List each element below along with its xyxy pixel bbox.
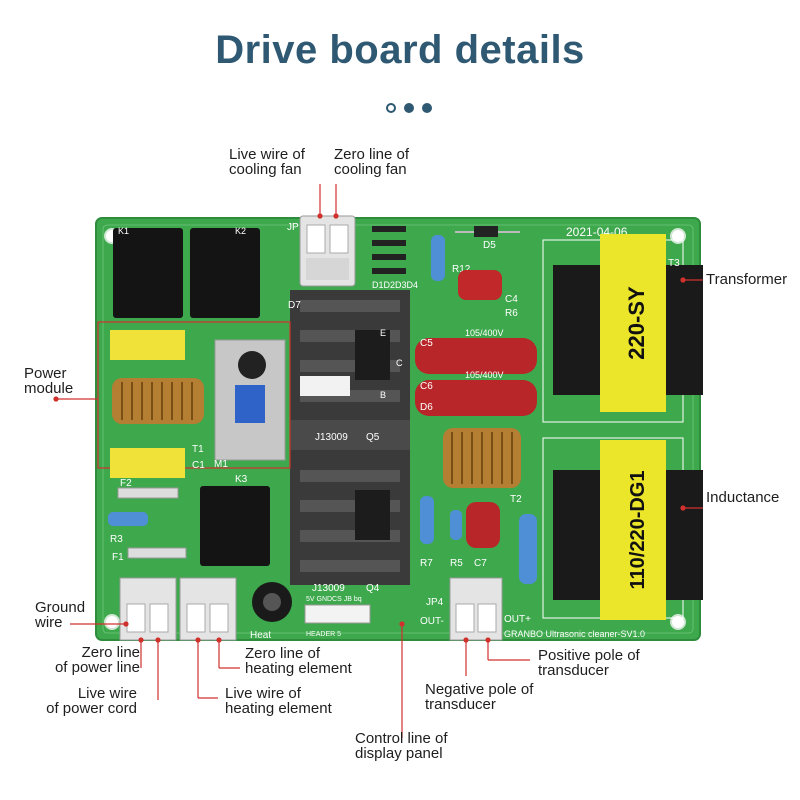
ref-c7: C7 — [474, 558, 487, 569]
ref-q5: Q5 — [366, 432, 380, 443]
ref-c1: C1 — [192, 460, 205, 471]
ref-d5: D5 — [483, 240, 496, 251]
heat-label: Heat — [250, 630, 271, 641]
label-control-line-display-panel: Control line of display panel — [355, 730, 448, 762]
ref-c: C — [396, 358, 403, 368]
ref-r7: R7 — [420, 558, 433, 569]
carousel-dot-1[interactable] — [386, 103, 396, 113]
diode-d5 — [474, 226, 498, 237]
capacitor-c7 — [466, 502, 500, 548]
capacitor-c4 — [458, 270, 502, 300]
c5-rating: 105/400V — [465, 328, 504, 338]
label-negative-pole-transducer: Negative pole of transducer — [425, 681, 534, 713]
inductance-code: 110/220-DG1 — [627, 471, 649, 590]
capacitor-c5 — [415, 338, 537, 374]
heatsink — [290, 290, 410, 585]
ref-c6: C6 — [420, 381, 433, 392]
ref-f2: F2 — [120, 478, 132, 489]
ref-d1d4: D1D2D3D4 — [372, 280, 418, 290]
ref-r12: R12 — [452, 264, 471, 275]
ref-jp4: JP4 — [426, 597, 444, 608]
ref-d7: D7 — [288, 300, 301, 311]
inductance-coil — [600, 440, 666, 620]
relay-k1 — [113, 228, 183, 318]
leader-lines — [53, 184, 703, 738]
carousel-dot-2[interactable] — [404, 103, 414, 113]
carousel-dot-3[interactable] — [422, 103, 432, 113]
label-positive-pole-transducer: Positive pole of transducer — [538, 647, 640, 679]
diodes-d1-d4 — [372, 226, 406, 274]
ref-t2: T2 — [510, 494, 522, 505]
mount-hole — [104, 614, 120, 630]
ref-t1: T1 — [192, 444, 204, 455]
capacitor-yellow-bottom — [110, 448, 185, 478]
label-zero-line-power-line: Zero line of power line — [54, 644, 140, 676]
ref-b: B — [380, 390, 386, 400]
ref-t3: T3 — [668, 258, 680, 269]
label-ground-wire: Ground wire — [35, 599, 86, 631]
ref-k1: K1 — [118, 226, 129, 236]
label-live-wire-cooling-fan: Live wire of cooling fan — [229, 146, 305, 178]
transistor-q4 — [355, 490, 390, 540]
ref-m1: M1 — [214, 459, 228, 470]
resistor-blue — [519, 514, 537, 584]
header-pins: 5V GNDCS JB bq — [306, 596, 362, 603]
c6-rating: 105/400V — [465, 370, 504, 380]
label-live-wire-power-cord: Live wire of power cord — [46, 685, 137, 717]
relay-k3 — [200, 486, 270, 566]
ref-f1: F1 — [112, 552, 124, 563]
fuse-f2 — [117, 487, 179, 499]
ref-r5: R5 — [450, 558, 463, 569]
capacitor-yellow-top — [110, 330, 185, 360]
out-minus-label: OUT- — [420, 616, 444, 627]
label-transformer: Transformer — [706, 271, 788, 288]
label-power-module: Power module — [24, 365, 74, 397]
ref-e: E — [380, 328, 386, 338]
ref-c4: C4 — [505, 294, 518, 305]
transformer-code: 220-SY — [624, 286, 649, 360]
label-zero-line-cooling-fan: Zero line of cooling fan — [334, 146, 410, 178]
relay-k2 — [190, 228, 260, 318]
ref-r6: R6 — [505, 308, 518, 319]
transformer-coil — [600, 234, 666, 412]
label-live-wire-heating-element: Live wire of heating element — [225, 685, 332, 717]
label-inductance: Inductance — [706, 489, 780, 506]
ref-k2: K2 — [235, 226, 246, 236]
resistor-r3 — [108, 512, 148, 526]
ref-k3: K3 — [235, 474, 248, 485]
carousel-dots — [386, 103, 446, 115]
ref-r3: R3 — [110, 534, 123, 545]
inductor-t1 — [112, 378, 204, 424]
brand-label: GRANBO Ultrasonic cleaner-SV1.0 — [504, 629, 645, 639]
ref-c5: C5 — [420, 338, 433, 349]
fuse-f1 — [127, 547, 187, 559]
transistor-q5 — [355, 330, 390, 380]
ref-jp: JP — [287, 222, 299, 233]
q4-chip: J13009 — [312, 583, 345, 594]
page-title: Drive board details — [215, 28, 585, 72]
label-zero-line-heating-element: Zero line of heating element — [245, 645, 352, 677]
q5-chip: J13009 — [315, 432, 348, 443]
resistor-r5 — [450, 510, 462, 540]
header-5 — [304, 604, 371, 624]
out-plus-label: OUT+ — [504, 614, 531, 625]
capacitor-c6 — [415, 380, 537, 416]
ref-q4: Q4 — [366, 583, 380, 594]
header-label: HEADER 5 — [306, 631, 341, 638]
resistor-r12 — [431, 235, 445, 281]
resistor-r7 — [420, 496, 434, 544]
ref-d6: D6 — [420, 402, 433, 413]
